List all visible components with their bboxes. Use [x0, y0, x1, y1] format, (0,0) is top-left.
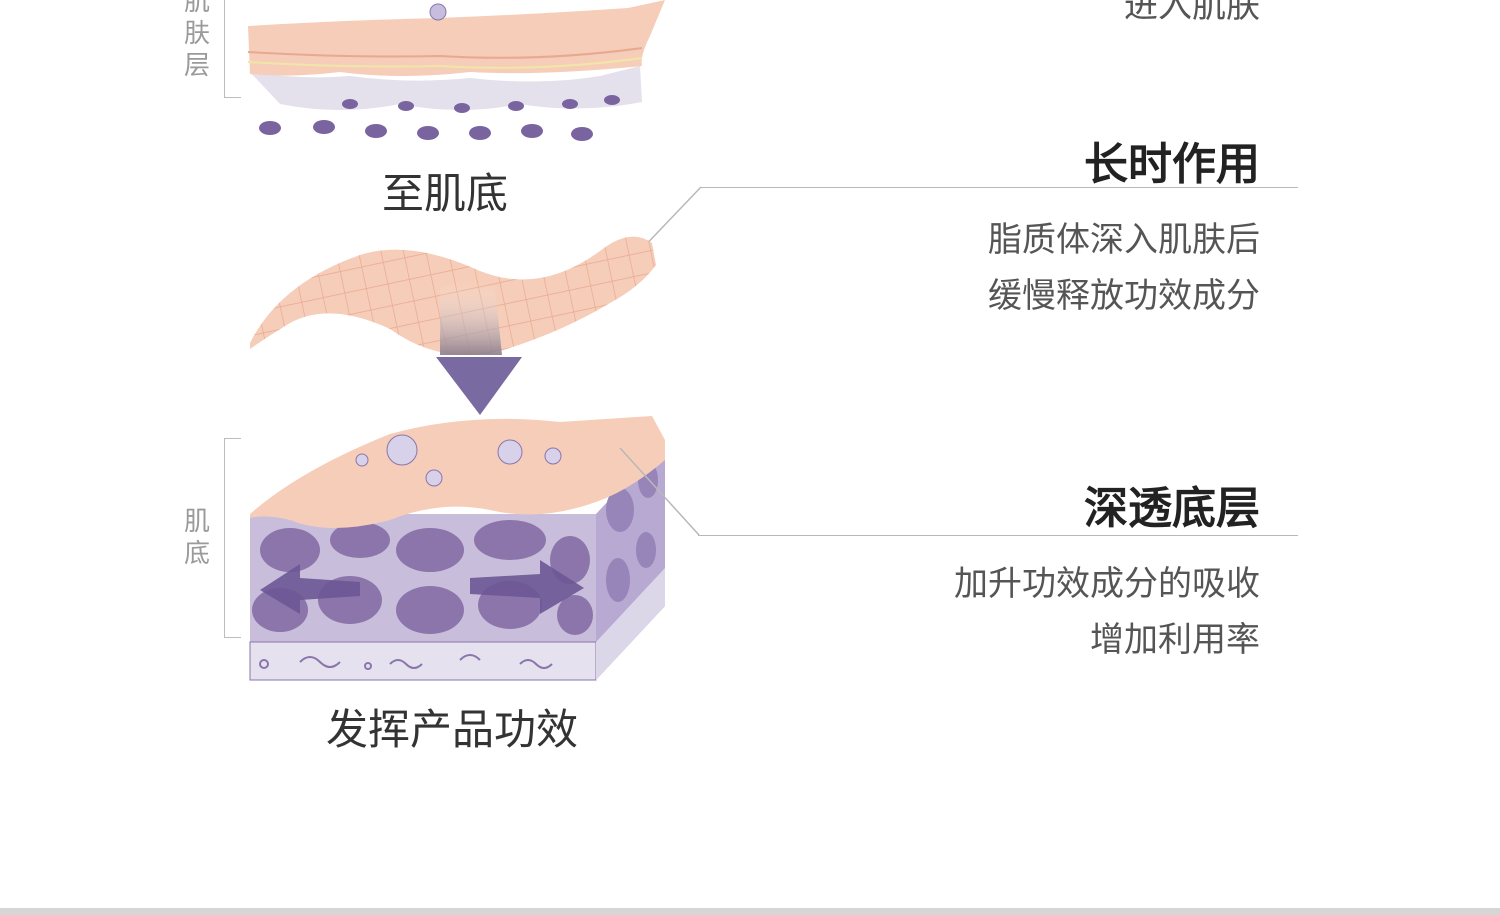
desc-line: 缓慢释放功效成分 — [988, 276, 1260, 316]
dermis-bracket — [224, 438, 241, 638]
skin-layer-illustration — [247, 0, 665, 141]
dermis-block-illustration — [249, 416, 665, 681]
partial-top-text: 进入肌肤 — [1124, 0, 1260, 26]
skin-slab-edge — [247, 47, 643, 59]
desc-line: 脂质体深入肌肤后 — [988, 220, 1260, 260]
label-char: 肌 — [183, 507, 210, 537]
skin-layer-vertical-label: 肌 肤 层 — [182, 0, 212, 82]
desc-line: 增加利用率 — [1090, 620, 1260, 660]
liposome-particle — [429, 3, 447, 21]
skin-top-layer — [250, 416, 665, 528]
caption-to-dermis: 至肌底 — [382, 169, 509, 218]
desc-deep-penetration: 加升功效成分的吸收 增加利用率 — [954, 556, 1260, 668]
penetration-shaft — [440, 281, 502, 355]
desc-line: 加升功效成分的吸收 — [954, 564, 1260, 604]
divider-line-1 — [700, 187, 1298, 188]
bottom-divider-bar — [0, 908, 1500, 915]
skin-layer-bracket — [224, 0, 241, 98]
label-char: 层 — [183, 51, 210, 81]
label-char: 肤 — [183, 19, 210, 49]
liposome-particles — [355, 434, 562, 487]
label-char: 底 — [183, 539, 210, 569]
fluffy-base — [250, 66, 642, 110]
heading-deep-penetration: 深透底层 — [1084, 483, 1260, 534]
spreading-arrows-icon — [260, 560, 584, 614]
down-arrow-icon — [436, 357, 522, 415]
heading-long-lasting: 长时作用 — [1084, 139, 1260, 190]
leader-line-2 — [619, 447, 700, 536]
desc-long-lasting: 脂质体深入肌肤后 缓慢释放功效成分 — [988, 212, 1260, 324]
caption-product-efficacy: 发挥产品功效 — [326, 705, 579, 754]
skin-wave-illustration — [250, 236, 656, 415]
divider-line-2 — [698, 535, 1298, 536]
label-char: 肌 — [183, 0, 210, 17]
dermis-vertical-label: 肌 底 — [182, 506, 212, 570]
